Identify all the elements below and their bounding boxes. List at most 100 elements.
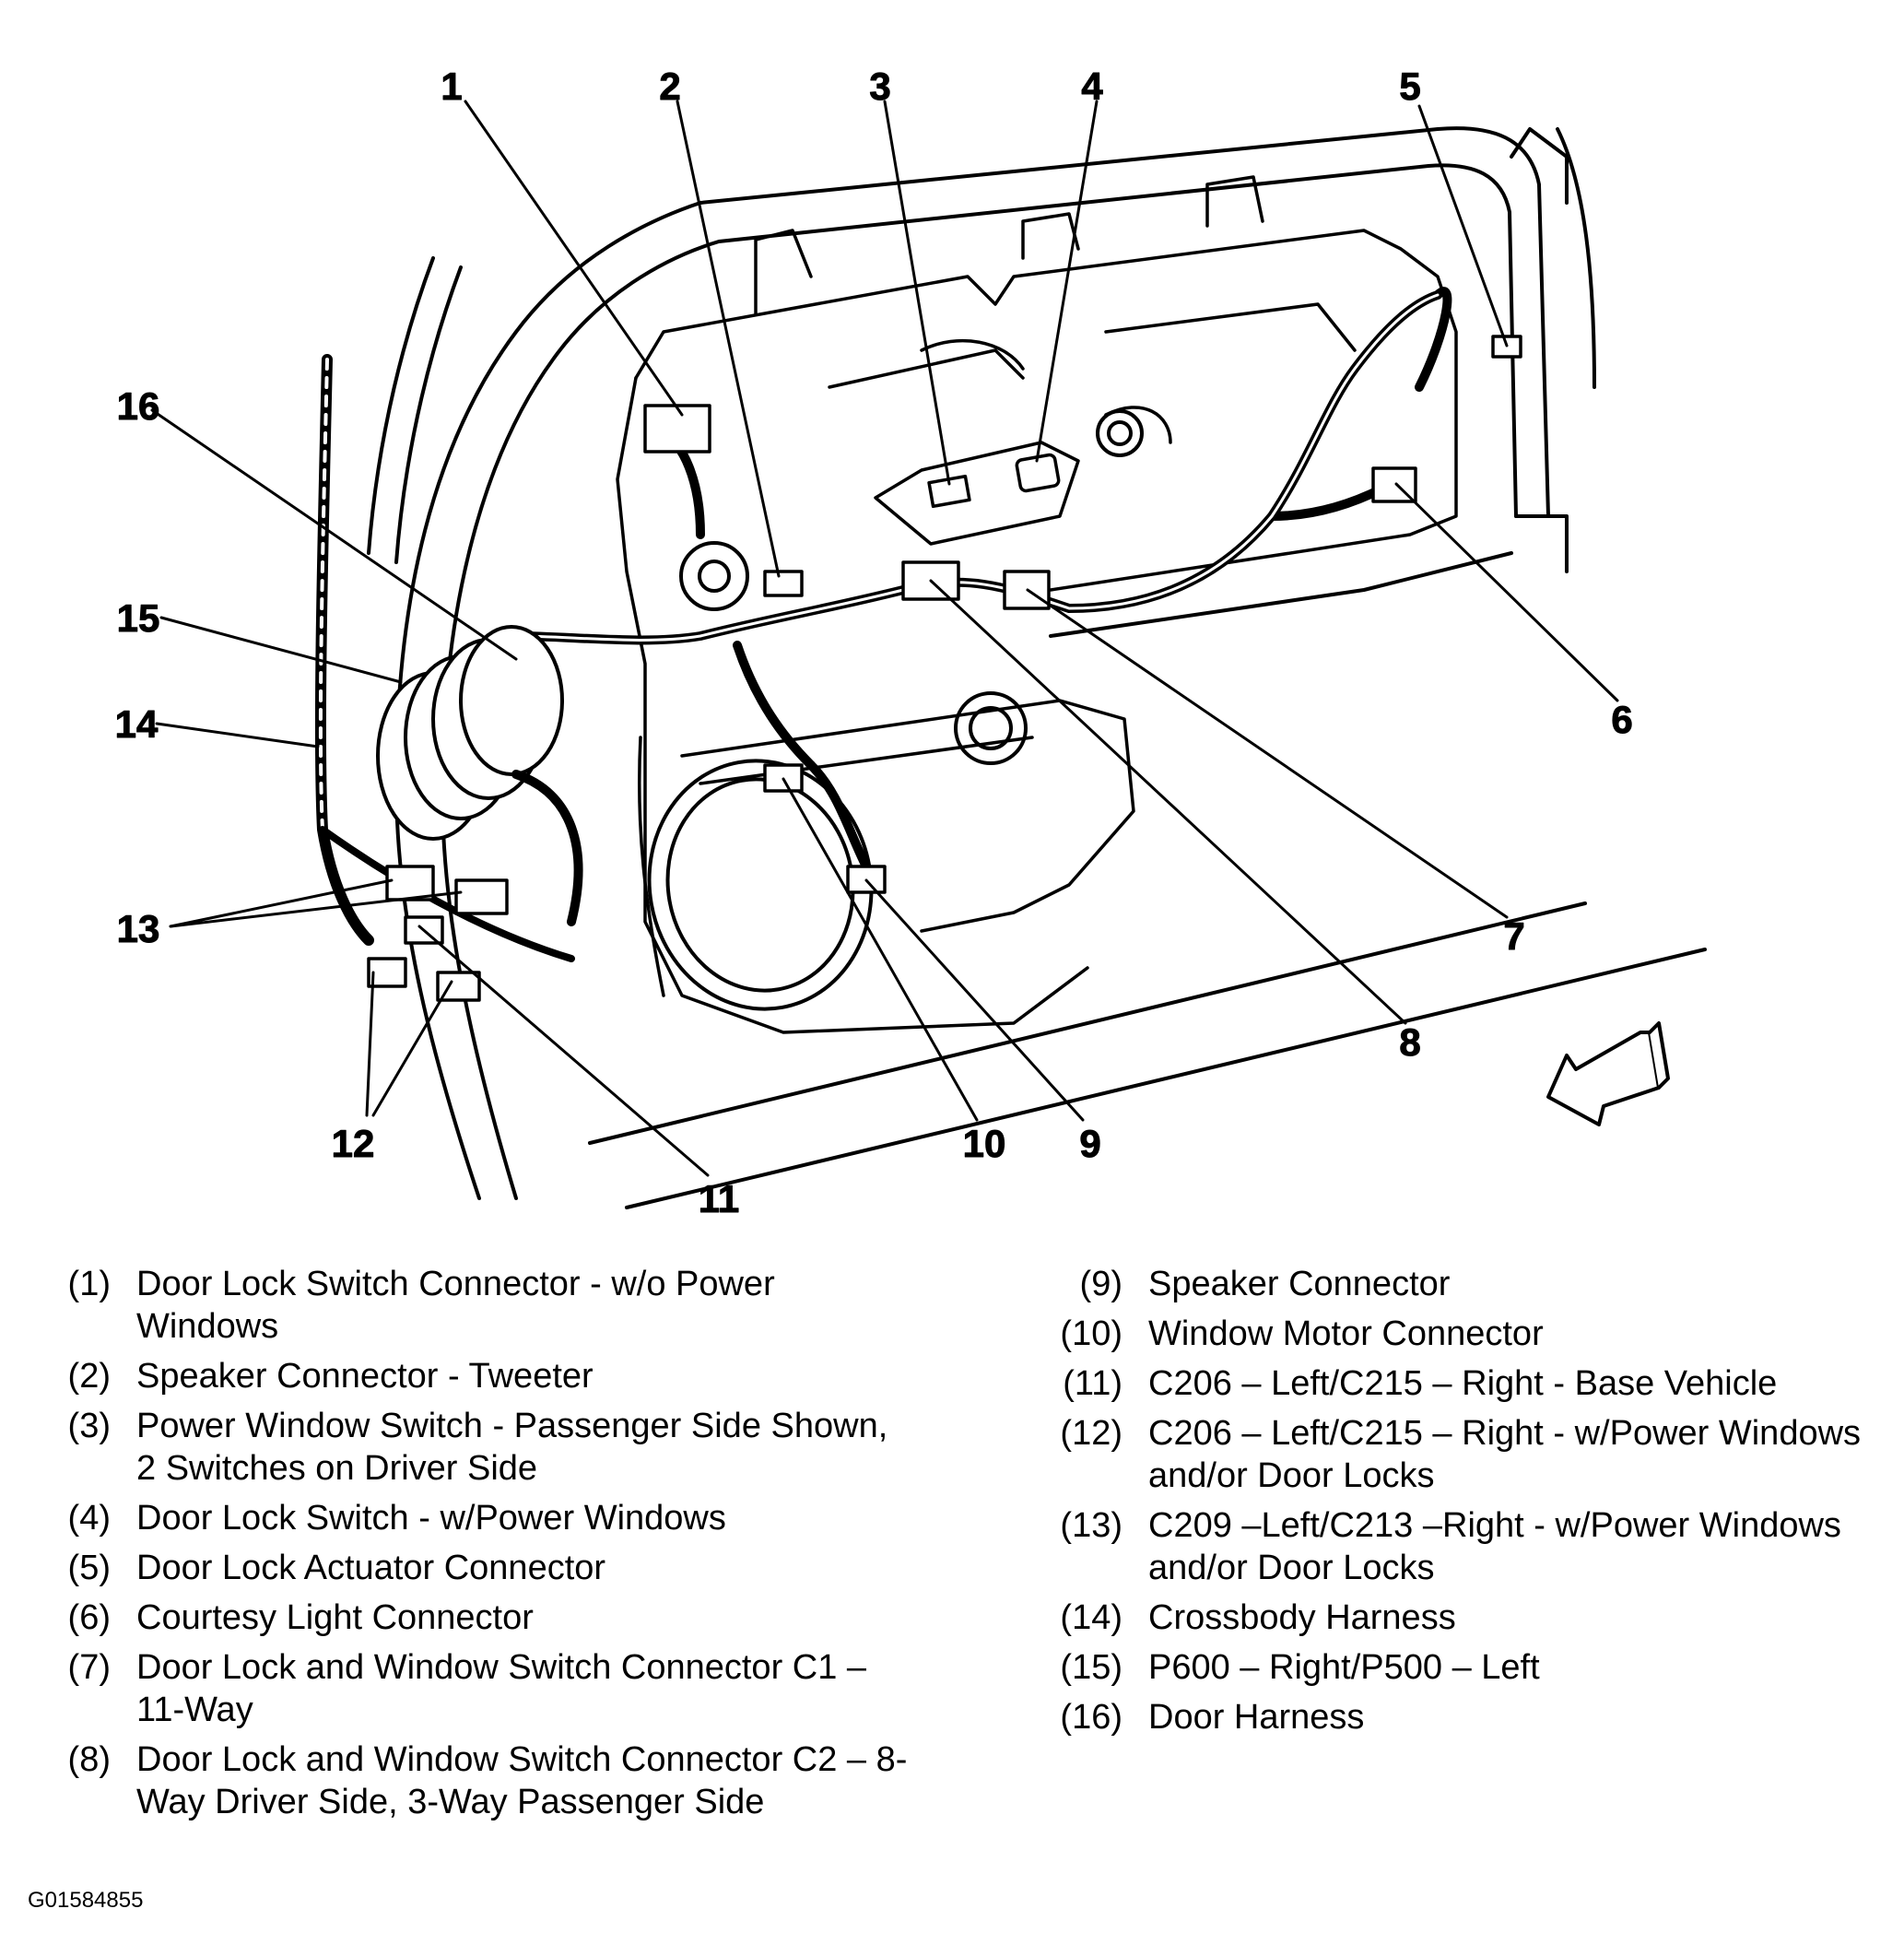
callout-8: 8	[1399, 1020, 1420, 1064]
figure-id: G01584855	[28, 1888, 144, 1913]
connector-1	[643, 404, 711, 454]
leader-9	[864, 878, 1085, 1122]
callout-16: 16	[117, 384, 160, 428]
legend-text: Speaker Connector	[1148, 1265, 1451, 1303]
legend-item-3: (3) Power Window Switch - Passenger Side …	[28, 1405, 912, 1490]
legend-item-9: (9) Speaker Connector	[1014, 1263, 1889, 1305]
legend-item-16: (16) Door Harness	[1014, 1696, 1889, 1738]
front-direction-arrow-icon	[1546, 1021, 1670, 1126]
callout-7: 7	[1503, 914, 1524, 958]
legend-number: (11)	[1063, 1364, 1122, 1403]
callout-3: 3	[869, 65, 890, 108]
callout-11: 11	[699, 1177, 739, 1220]
legend-text: C209 –Left/C213 –Right - w/Power Windows…	[1148, 1506, 1841, 1587]
legend-text: Door Harness	[1148, 1698, 1365, 1737]
leader-14	[155, 722, 320, 748]
legend-number: (14)	[1060, 1598, 1122, 1637]
legend-number: (6)	[67, 1598, 111, 1637]
legend-item-6: (6) Courtesy Light Connector	[28, 1597, 912, 1639]
legend-text: C206 – Left/C215 – Right - w/Power Windo…	[1148, 1414, 1862, 1495]
legend-number: (9)	[1079, 1265, 1122, 1303]
connector-11a	[404, 915, 444, 945]
legend-item-8: (8) Door Lock and Window Switch Connector…	[28, 1738, 912, 1823]
legend-text: Door Lock Switch Connector - w/o Power W…	[136, 1265, 775, 1346]
callout-10: 10	[963, 1122, 1006, 1165]
callout-12: 12	[332, 1122, 375, 1165]
leader-5	[1417, 104, 1509, 348]
legend-item-4: (4) Door Lock Switch - w/Power Windows	[28, 1497, 912, 1539]
leader-8	[929, 579, 1407, 1025]
legend-item-14: (14) Crossbody Harness	[1014, 1597, 1889, 1639]
leader-1	[464, 100, 684, 417]
leader-lines	[150, 100, 1619, 1177]
door-harness-outline	[514, 293, 1440, 642]
diagram-canvas: 1 2 3 4 5 6 7 8 9 10 11 12 13 14 15 16	[114, 65, 1707, 1221]
callout-labels: 1 2 3 4 5 6 7 8 9 10 11 12 13 14 15 16	[114, 65, 1633, 1221]
connector-13b	[454, 878, 509, 915]
leader-13a	[169, 878, 394, 928]
inline-connectors	[367, 865, 509, 1002]
leader-7	[1026, 588, 1509, 919]
legend-item-15: (15) P600 – Right/P500 – Left	[1014, 1646, 1889, 1689]
legend-number: (2)	[67, 1357, 111, 1396]
callout-1: 1	[441, 65, 462, 108]
leader-3	[883, 100, 951, 486]
legend-text: Door Lock and Window Switch Connector C2…	[136, 1740, 908, 1821]
legend-item-10: (10) Window Motor Connector	[1014, 1313, 1889, 1355]
leader-2	[676, 100, 781, 578]
callout-14: 14	[115, 702, 159, 746]
leader-13b	[169, 890, 463, 928]
legend-number: (3)	[67, 1407, 111, 1445]
legend-number: (16)	[1060, 1698, 1122, 1737]
legend-right-column: (9) Speaker Connector (10) Window Motor Co…	[1014, 1263, 1889, 1746]
leader-16	[150, 408, 518, 661]
leader-12a	[365, 971, 375, 1117]
legend-item-11: (11) C206 – Left/C215 – Right - Base Vehi…	[1014, 1362, 1889, 1405]
leader-11	[417, 925, 710, 1177]
legend-text: C206 – Left/C215 – Right - Base Vehicle	[1148, 1364, 1778, 1403]
connector-2	[763, 570, 804, 597]
callout-2: 2	[659, 65, 680, 108]
callout-9: 9	[1079, 1122, 1100, 1165]
legend-text: P600 – Right/P500 – Left	[1148, 1648, 1540, 1687]
legend-text: Crossbody Harness	[1148, 1598, 1456, 1637]
leader-15	[159, 616, 403, 684]
legend-number: (13)	[1060, 1506, 1122, 1545]
legend-text: Power Window Switch - Passenger Side Sho…	[136, 1407, 888, 1488]
legend-number: (12)	[1060, 1414, 1122, 1453]
legend-text: Door Lock Actuator Connector	[136, 1549, 606, 1587]
legend-item-12: (12) C206 – Left/C215 – Right - w/Power W…	[1014, 1412, 1889, 1497]
leader-10	[782, 777, 979, 1122]
crossbody-harness	[314, 354, 583, 962]
leader-4	[1035, 100, 1099, 463]
legend-item-5: (5) Door Lock Actuator Connector	[28, 1547, 912, 1589]
legend-item-2: (2) Speaker Connector - Tweeter	[28, 1355, 912, 1397]
legend-number: (10)	[1060, 1314, 1122, 1353]
legend-text: Door Lock and Window Switch Connector C1…	[136, 1648, 867, 1729]
legend-text: Courtesy Light Connector	[136, 1598, 534, 1637]
legend-number: (4)	[67, 1499, 111, 1538]
leader-12b	[371, 980, 453, 1117]
connector-13a	[385, 865, 435, 901]
connector-12a	[367, 957, 407, 988]
legend-left-column: (1) Door Lock Switch Connector - w/o Powe…	[28, 1263, 912, 1831]
callout-4: 4	[1081, 65, 1103, 108]
callout-15: 15	[117, 596, 160, 640]
legend-text: Door Lock Switch - w/Power Windows	[136, 1499, 726, 1538]
legend-number: (7)	[67, 1648, 111, 1687]
legend-item-7: (7) Door Lock and Window Switch Connector…	[28, 1646, 912, 1731]
legend-item-13: (13) C209 –Left/C213 –Right - w/Power Win…	[1014, 1504, 1889, 1589]
harness-bellows	[376, 625, 564, 841]
legend-number: (5)	[67, 1549, 111, 1587]
callout-13: 13	[117, 907, 160, 950]
legend-number: (8)	[67, 1740, 111, 1779]
door-frame	[367, 126, 1707, 1209]
legend-number: (1)	[67, 1265, 111, 1303]
callout-6: 6	[1611, 698, 1632, 741]
legend-text: Window Motor Connector	[1148, 1314, 1544, 1353]
legend-number: (15)	[1060, 1648, 1122, 1687]
door-harness-diagram: 1 2 3 4 5 6 7 8 9 10 11 12 13 14 15 16	[114, 65, 1707, 1221]
legend-text: Speaker Connector - Tweeter	[136, 1357, 594, 1396]
legend-item-1: (1) Door Lock Switch Connector - w/o Powe…	[28, 1263, 912, 1348]
callout-5: 5	[1399, 65, 1420, 108]
